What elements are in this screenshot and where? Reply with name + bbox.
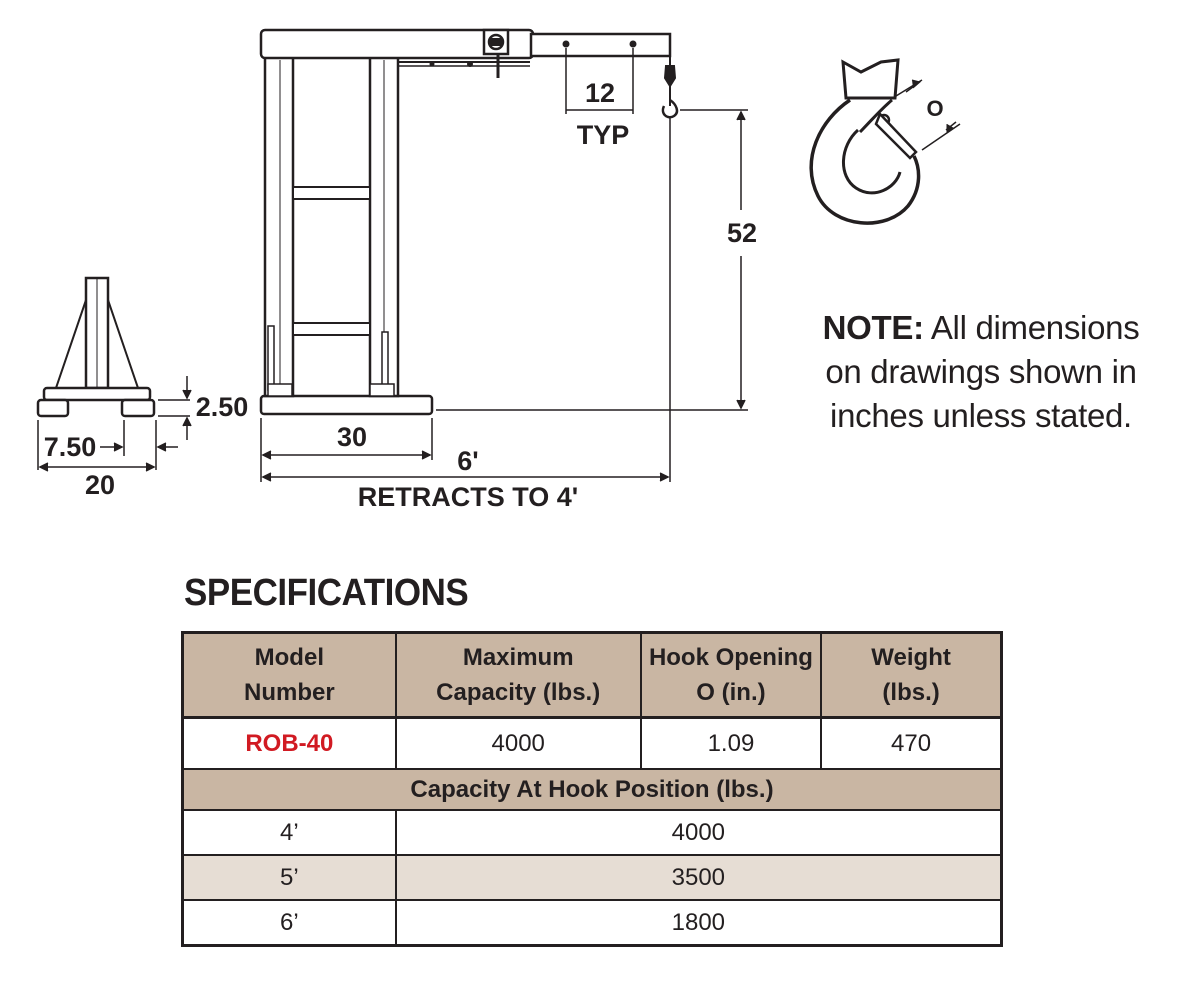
crane-drawing: 2.50 7.50 20 30 6' RETRACTS TO 4' 12 TYP… — [36, 28, 961, 512]
dim-foot-height — [158, 376, 192, 440]
note-label: NOTE: — [822, 309, 924, 346]
dim-typ-label: TYP — [577, 120, 630, 150]
capacity-cell: 4000 — [394, 809, 1003, 856]
dim-foot-offset — [37, 420, 178, 470]
base-side-view — [36, 276, 156, 418]
dim-foot-offset-label: 7.50 — [44, 432, 97, 462]
weight-cell: 470 — [820, 716, 1003, 770]
capacity-subheader: Capacity At Hook Position (lbs.) — [181, 768, 1003, 811]
table-row: 5’ 3500 — [181, 854, 1003, 901]
max-capacity-cell: 4000 — [394, 716, 642, 770]
hook-position-cell: 6’ — [181, 899, 397, 947]
capacity-subheader-row: Capacity At Hook Position (lbs.) — [181, 768, 1003, 811]
hook-position-cell: 5’ — [181, 854, 397, 901]
dim-hole-spacing — [565, 48, 634, 114]
header-weight: Weight(lbs.) — [820, 631, 1003, 719]
table-row: 4’ 4000 — [181, 809, 1003, 856]
specifications-title: SPECIFICATIONS — [184, 572, 469, 614]
dim-base-width — [38, 462, 156, 472]
note-line-2: on drawings shown in — [825, 353, 1137, 390]
dim-leg-and-reach — [260, 118, 671, 482]
dim-hook-height — [436, 109, 748, 411]
dim-hole-spacing-label: 12 — [585, 78, 615, 108]
dim-leg-length-label: 30 — [337, 422, 367, 452]
dim-base-width-label: 20 — [85, 470, 115, 500]
model-number-cell: ROB-40 — [181, 716, 397, 770]
dim-boom-reach-label: 6' — [457, 446, 478, 476]
capacity-cell: 1800 — [394, 899, 1003, 947]
capacity-cell: 3500 — [394, 854, 1003, 901]
table-row: 6’ 1800 — [181, 899, 1003, 947]
dim-foot-height-label: 2.50 — [196, 392, 249, 422]
note-line-3: inches unless stated. — [830, 397, 1132, 434]
dim-retracts-label: RETRACTS TO 4' — [358, 482, 578, 512]
dim-hook-opening-label: O — [926, 96, 943, 121]
table-row: ROB-40 4000 1.09 470 — [181, 716, 1003, 770]
hook-position-cell: 4’ — [181, 809, 397, 856]
crane-elevation — [259, 28, 679, 416]
note-line-1: All dimensions — [923, 309, 1140, 346]
dim-hook-height-label: 52 — [727, 218, 757, 248]
dimension-note: NOTE: All dimensions on drawings shown i… — [806, 306, 1156, 438]
hook-detail — [809, 58, 961, 225]
hook-opening-cell: 1.09 — [639, 716, 823, 770]
